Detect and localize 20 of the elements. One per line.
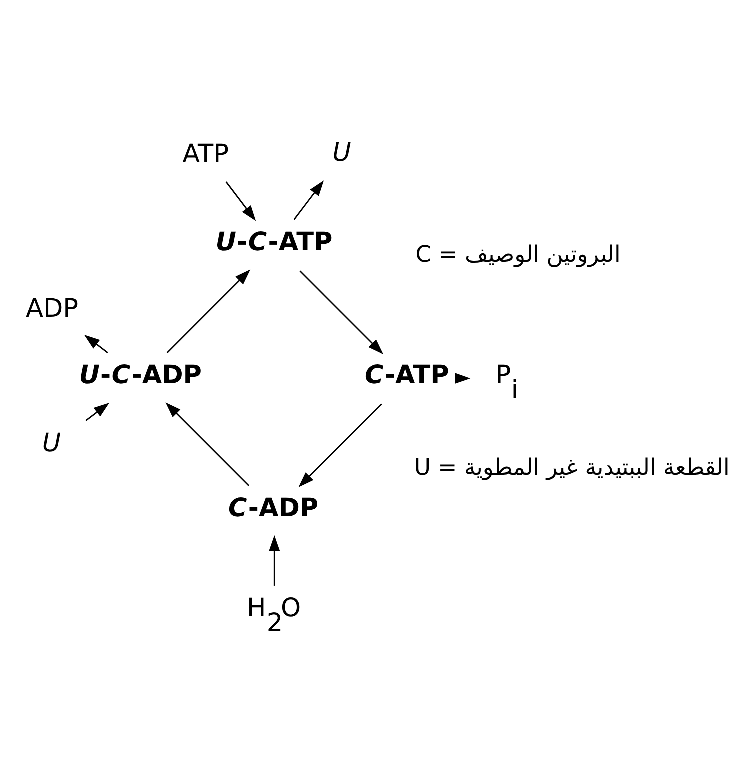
arrow (166, 269, 251, 353)
arrow (84, 334, 108, 353)
arrow (269, 534, 280, 586)
node-text: C-ADP (228, 492, 319, 523)
node-text: ATP (182, 138, 230, 169)
arrow (455, 372, 471, 384)
arrow (300, 270, 384, 354)
node-text: ADP (26, 293, 79, 324)
node-text: U-C-ATP (216, 226, 333, 257)
arrow (226, 181, 256, 221)
node-text: U (42, 428, 62, 458)
arrow (86, 402, 110, 421)
node-text: U-C-ADP (79, 360, 202, 390)
label: U = القطعة الببتيدية غير المطوية (414, 454, 730, 480)
arrow (166, 402, 250, 486)
arrow (294, 180, 324, 220)
label: C = البروتين الوصيف (416, 241, 621, 268)
arrow (298, 403, 382, 487)
node-text: U (332, 138, 352, 168)
node-text: C-ATP (365, 360, 450, 390)
